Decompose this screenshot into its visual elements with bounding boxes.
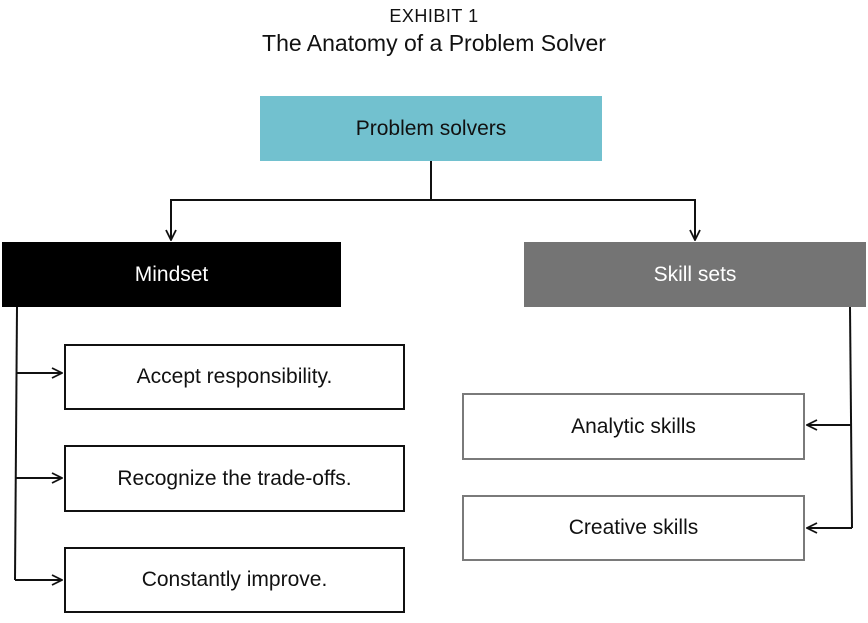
mindset-node: Mindset	[2, 242, 341, 307]
mindset-item-label: Accept responsibility.	[136, 365, 333, 388]
skill-sets-node: Skill sets	[524, 242, 866, 307]
mindset-spine-line	[14, 306, 18, 581]
root-node: Problem solvers	[260, 96, 602, 161]
mindset-item-label: Constantly improve.	[141, 568, 328, 591]
skill-item-creative-skills: Creative skills	[462, 495, 805, 561]
skill-item-label: Creative skills	[568, 516, 699, 539]
mindset-item-recognize-trade-offs: Recognize the trade-offs.	[64, 445, 405, 512]
skill-item-label: Analytic skills	[571, 414, 696, 438]
mindset-item-accept-responsibility: Accept responsibility.	[64, 344, 405, 410]
mindset-node-label: Mindset	[134, 262, 209, 286]
mindset-item-label: Recognize the trade-offs.	[117, 466, 352, 490]
skill-sets-node-label: Skill sets	[653, 262, 737, 286]
mindset-item-constantly-improve: Constantly improve.	[64, 547, 405, 613]
exhibit-label: EXHIBIT 1	[389, 6, 479, 26]
diagram-title: The Anatomy of a Problem Solver	[262, 30, 606, 56]
skill-item-analytic-skills: Analytic skills	[462, 393, 805, 460]
root-node-label: Problem solvers	[355, 116, 507, 140]
skills-spine-line	[849, 306, 853, 529]
